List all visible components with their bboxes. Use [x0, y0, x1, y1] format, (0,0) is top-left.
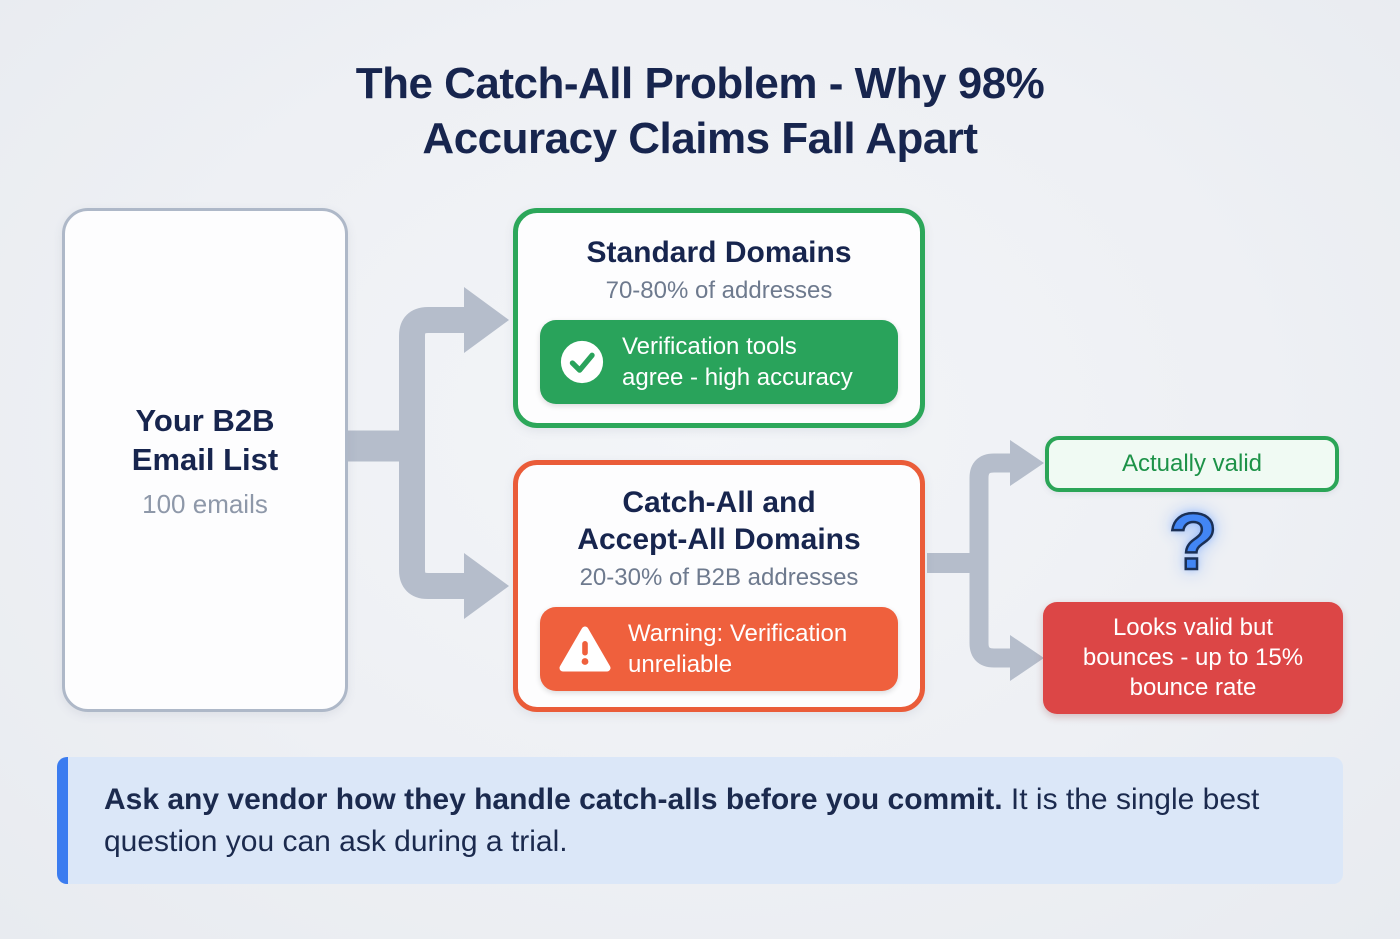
email-count-label: 100 emails: [142, 488, 268, 519]
verification-ok-text: Verification tools agree - high accuracy: [622, 331, 853, 393]
catch-all-share: 20-30% of B2B addresses: [579, 564, 859, 591]
catch-all-title: Catch-All and Accept-All Domains: [577, 484, 860, 558]
page-title-line2: Accuracy Claims Fall Apart: [422, 114, 978, 163]
standard-domains-share: 70-80% of addresses: [605, 277, 833, 304]
verification-warning-text: Warning: Verification unreliable: [628, 618, 847, 680]
catch-all-box: Catch-All and Accept-All Domains 20-30% …: [513, 460, 925, 712]
warning-triangle-icon: [559, 625, 611, 673]
callout-bold-text: Ask any vendor how they handle catch-all…: [104, 782, 1003, 816]
bounce-risk-line1: Looks valid but: [1112, 614, 1274, 641]
callout-text: Ask any vendor how they handle catch-all…: [57, 779, 1343, 863]
email-list-title-line1: Your B2B: [135, 402, 275, 438]
actually-valid-label: Actually valid: [1121, 450, 1263, 477]
page-title-line1: The Catch-All Problem - Why 98%: [355, 59, 1045, 108]
verification-warning-text-line2: unreliable: [628, 651, 733, 678]
email-list-title-line2: Email List: [131, 441, 279, 477]
catch-all-title-line1: Catch-All and: [622, 486, 816, 519]
verification-warning-badge: Warning: Verification unreliable: [540, 607, 898, 691]
verification-warning-text-line1: Warning: Verification: [628, 620, 848, 647]
page-title: The Catch-All Problem - Why 98% Accuracy…: [0, 56, 1400, 166]
bounce-risk-line3: bounce rate: [1129, 674, 1257, 701]
email-list-title: Your B2B Email List: [132, 401, 278, 479]
vendor-advice-callout: Ask any vendor how they handle catch-all…: [57, 757, 1343, 884]
standard-domains-title: Standard Domains: [586, 236, 852, 269]
bounce-risk-line2: bounces - up to 15%: [1082, 644, 1304, 671]
verification-ok-text-line2: agree - high accuracy: [622, 364, 853, 391]
actually-valid-box: Actually valid: [1045, 436, 1339, 492]
question-mark-icon: ?: [1167, 496, 1218, 588]
catch-all-title-line2: Accept-All Domains: [577, 523, 861, 556]
callout-accent-bar: [57, 757, 68, 884]
verification-ok-text-line1: Verification tools: [622, 333, 797, 360]
check-circle-icon: [559, 339, 605, 385]
bounce-risk-box: Looks valid but bounces - up to 15% boun…: [1043, 602, 1343, 714]
callout-regular-text: It is the single best question you can a…: [104, 782, 1260, 858]
standard-domains-box: Standard Domains 70-80% of addresses Ver…: [513, 208, 925, 428]
verification-ok-badge: Verification tools agree - high accuracy: [540, 320, 898, 404]
email-list-box: Your B2B Email List 100 emails: [62, 208, 348, 712]
